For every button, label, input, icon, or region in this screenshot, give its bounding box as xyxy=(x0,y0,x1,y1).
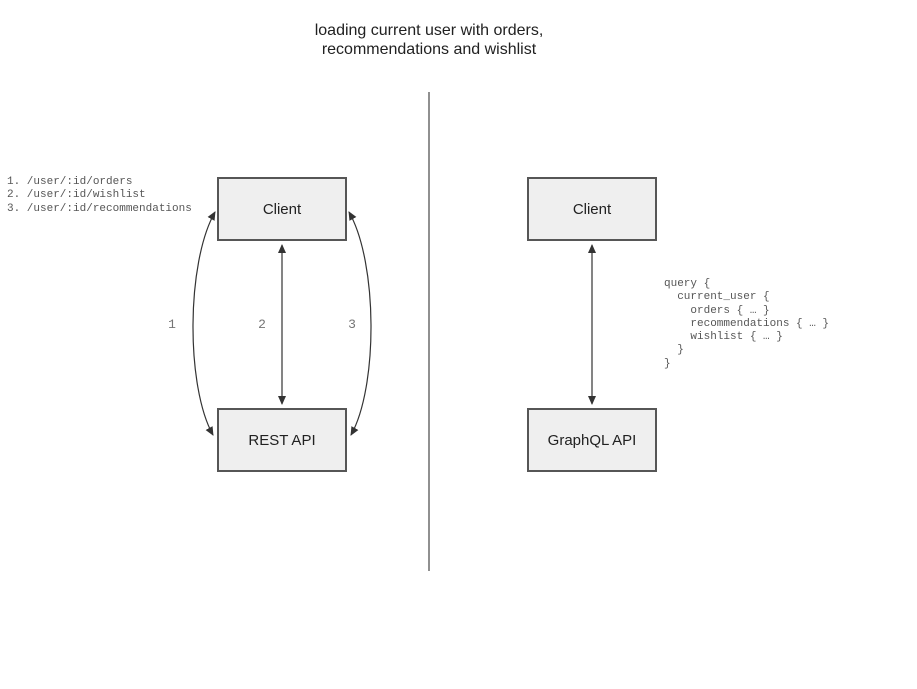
rest-arrow-3-curve xyxy=(348,211,372,436)
diagram-title: loading current user with orders, recomm… xyxy=(314,22,544,58)
rest-client-node: Client xyxy=(217,177,347,241)
rest-arrow-1-curve xyxy=(192,211,216,436)
rest-arrow-label-2: 2 xyxy=(258,317,266,332)
graphql-api-node: GraphQL API xyxy=(527,408,657,472)
rest-arrow-label-3: 3 xyxy=(348,317,356,332)
graphql-client-node: Client xyxy=(527,177,657,241)
rest-api-node: REST API xyxy=(217,408,347,472)
rest-endpoint-list: 1. /user/:id/orders 2. /user/:id/wishlis… xyxy=(7,176,192,215)
graphql-query-snippet: query { current_user { orders { … } reco… xyxy=(664,278,830,370)
rest-arrow-label-1: 1 xyxy=(168,317,176,332)
